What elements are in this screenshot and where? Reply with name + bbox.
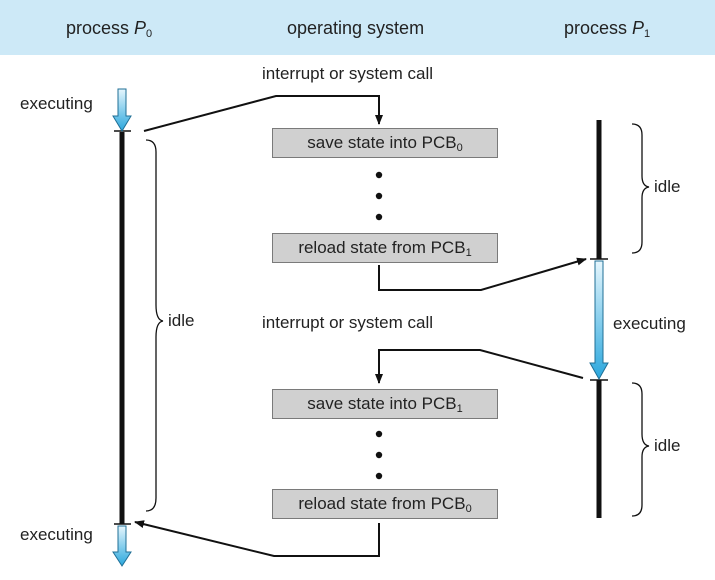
interrupt-label-mid: interrupt or system call [262,313,433,332]
p1-executing-arrow [589,260,609,381]
executing-label-bottom: executing [20,525,93,544]
p0-executing-arrow-top [112,88,132,132]
idle-label-right-top: idle [654,177,681,196]
header-process-p0: process P0 [66,18,153,40]
idle-label-left: idle [168,311,195,330]
save-state-pcb0-box: save state into PCB0 [272,128,498,158]
interrupt-label-top: interrupt or system call [262,64,433,83]
idle-label-right-bottom: idle [654,436,681,455]
ellipsis-dot [375,472,383,480]
connector-p0-to-os [143,95,383,132]
idle-brace-left [145,139,164,512]
connector-os-to-p1 [378,257,587,291]
header-process-p1: process P1 [564,18,651,40]
ellipsis-dot [375,451,383,459]
ellipsis-dot [375,171,383,179]
header-operating-system: operating system [287,18,425,38]
idle-brace-right-bottom [631,382,650,517]
idle-brace-right-top [631,123,650,254]
reload-state-pcb1-box: reload state from PCB1 [272,233,498,263]
p0-executing-arrow-bottom [112,525,132,567]
connector-os-to-p0 [134,520,380,557]
ellipsis-dot [375,430,383,438]
reload-state-pcb0-box: reload state from PCB0 [272,489,498,519]
header-band: process P0 operating system process P1 [0,0,715,55]
connector-p1-to-os [375,349,584,384]
ellipsis-dot [375,213,383,221]
save-state-pcb1-box: save state into PCB1 [272,389,498,419]
executing-label-top: executing [20,94,93,113]
ellipsis-dot [375,192,383,200]
executing-label-mid: executing [613,314,686,333]
